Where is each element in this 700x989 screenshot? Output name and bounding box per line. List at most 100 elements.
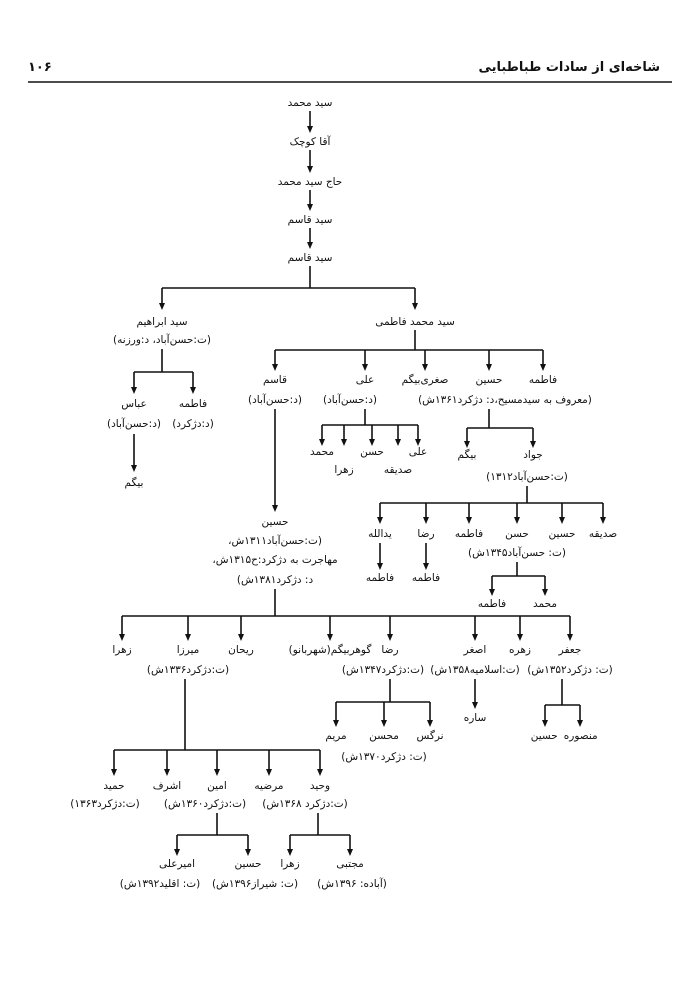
person-name: حسین	[261, 516, 289, 528]
arrow-head-icon	[472, 634, 478, 641]
person-name: محسن	[369, 730, 399, 742]
arrow-head-icon	[377, 563, 383, 570]
person-name: حمید	[103, 780, 125, 792]
person-name: علی	[408, 446, 428, 458]
person-name: صدیقه	[383, 464, 413, 476]
person-note: (آباده: ۱۳۹۶ش)	[317, 878, 387, 890]
arrow-head-icon	[415, 439, 421, 446]
arrow-head-icon	[111, 769, 117, 776]
person-name: فاطمه	[411, 572, 441, 584]
person-name: منصوره	[563, 730, 598, 742]
person-note: (ت:حسن‌آباد۱۳۱۱ش،	[228, 535, 322, 547]
person-note: (ت:دژکرد ۱۳۶۸ش)	[262, 798, 348, 810]
person-name: سید قاسم	[287, 252, 333, 264]
person-note: (ت:دژکرد۱۳۶۰ش)	[163, 798, 247, 810]
person-name: محمد	[310, 446, 334, 458]
person-note: (ت: حسن‌آباد۱۳۴۵ش)	[468, 547, 566, 559]
person-name: میرزا	[176, 644, 200, 656]
person-name: فاطمه	[178, 398, 208, 410]
person-note: (ت:اسلامیه۱۳۵۸ش)	[430, 664, 520, 676]
person-note: د: دژکرد۱۳۸۱ش)	[236, 574, 314, 586]
person-name: حاج سید محمد	[277, 176, 343, 188]
person-note: (ت: دژکرد۱۳۷۰ش)	[341, 751, 427, 763]
arrow-head-icon	[395, 439, 401, 446]
person-note: (ت: شیراز۱۳۹۶ش)	[211, 878, 299, 890]
arrow-head-icon	[423, 517, 429, 524]
person-name: زهرا	[334, 464, 354, 476]
person-name: حسین	[475, 374, 503, 386]
person-note: (ت:دژکرد۱۳۶۳)	[70, 798, 140, 810]
arrow-head-icon	[559, 517, 565, 524]
arrow-head-icon	[238, 634, 244, 641]
person-name: مرضیه	[254, 780, 284, 792]
person-name: ریحان	[228, 644, 254, 656]
arrow-head-icon	[185, 634, 191, 641]
arrow-head-icon	[362, 364, 368, 371]
arrow-head-icon	[347, 849, 353, 856]
arrow-head-icon	[377, 517, 383, 524]
arrow-head-icon	[266, 769, 272, 776]
arrow-head-icon	[164, 769, 170, 776]
arrow-head-icon	[472, 702, 478, 709]
person-note: (معروف به سیدمسیح،د: دژکرد۱۳۶۱ش)	[418, 394, 592, 406]
arrow-head-icon	[486, 364, 492, 371]
arrow-head-icon	[489, 589, 495, 596]
arrow-head-icon	[540, 364, 546, 371]
person-name: رضا	[417, 528, 435, 540]
arrow-head-icon	[381, 720, 387, 727]
person-name: زهرا	[112, 644, 132, 656]
person-name: یدالله	[368, 528, 392, 540]
arrow-head-icon	[272, 505, 278, 512]
person-note: (ت: اقلید۱۳۹۲ش)	[119, 878, 201, 890]
arrow-head-icon	[369, 439, 375, 446]
person-name: وحید	[309, 780, 331, 792]
arrow-head-icon	[214, 769, 220, 776]
arrow-head-icon	[131, 387, 137, 394]
arrow-head-icon	[319, 439, 325, 446]
arrow-head-icon	[422, 364, 428, 371]
arrow-head-icon	[327, 634, 333, 641]
person-name: حسین	[548, 528, 576, 540]
person-name: زهرا	[280, 858, 300, 870]
person-note: (ت:حسن‌آباد، د:ورزنه)	[113, 334, 211, 346]
arrow-head-icon	[464, 441, 470, 448]
person-name: فاطمه	[528, 374, 558, 386]
person-name: بیگم	[124, 477, 144, 489]
arrow-head-icon	[542, 720, 548, 727]
arrow-head-icon	[530, 441, 536, 448]
person-name: سید محمد فاطمی	[375, 316, 455, 328]
person-name: جعفر	[558, 644, 582, 656]
person-name: امین	[207, 780, 227, 792]
arrow-head-icon	[159, 303, 165, 310]
person-name: علی	[355, 374, 375, 386]
arrow-head-icon	[341, 439, 347, 446]
person-name: فاطمه	[365, 572, 395, 584]
person-name: حسن	[360, 446, 384, 458]
arrow-head-icon	[307, 166, 313, 173]
arrow-head-icon	[307, 242, 313, 249]
person-name: نرگس	[416, 730, 444, 742]
person-note: (ت: دژکرد۱۳۵۲ش)	[527, 664, 613, 676]
arrow-head-icon	[514, 517, 520, 524]
person-name: سید محمد	[287, 97, 333, 109]
person-name: حسین	[234, 858, 262, 870]
running-header-title: شاخه‌ای از سادات طباطبایی	[478, 60, 660, 75]
person-name: محمد	[533, 598, 557, 610]
arrow-head-icon	[307, 204, 313, 211]
arrow-head-icon	[287, 849, 293, 856]
arrow-head-icon	[517, 634, 523, 641]
arrow-head-icon	[577, 720, 583, 727]
person-note: (د:دژکرد)	[172, 418, 214, 430]
arrow-head-icon	[333, 720, 339, 727]
page-number: ۱۰۶	[28, 60, 52, 75]
person-note: (ت:حسن‌آباد۱۳۱۲)	[486, 471, 568, 483]
person-name: صغری‌بیگم	[401, 374, 449, 386]
arrow-head-icon	[307, 126, 313, 133]
person-note: (د:حسن‌آباد)	[323, 394, 377, 406]
person-name: امیرعلی	[159, 858, 195, 870]
person-name: بیگم	[457, 449, 477, 461]
person-name: حسن	[505, 528, 529, 540]
arrow-head-icon	[272, 364, 278, 371]
person-name: فاطمه	[454, 528, 484, 540]
